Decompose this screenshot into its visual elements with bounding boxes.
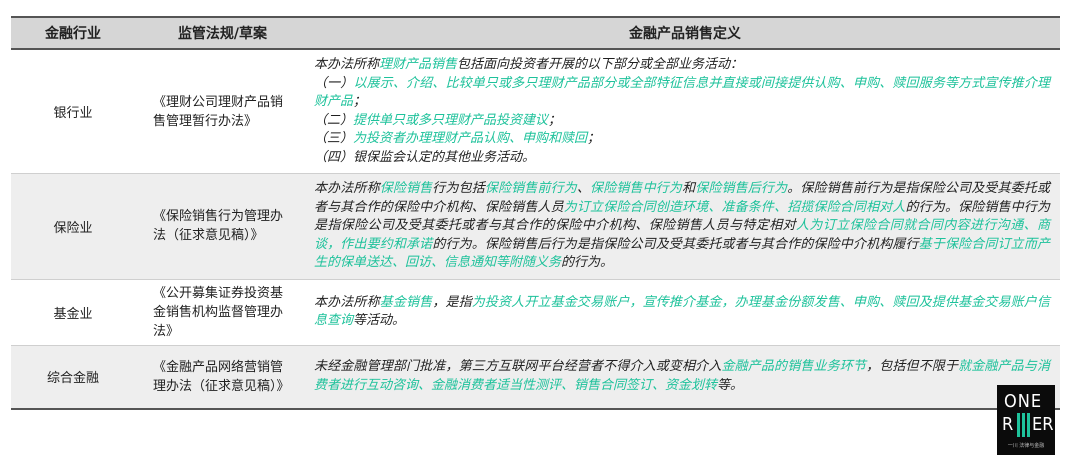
highlighted-text: 提供单只或多只理财产品投资建议	[353, 112, 549, 128]
regulation-cell: 《公开募集证券投资基 金销售机构监督管理办 法》	[135, 279, 310, 345]
definition-text: （一）	[314, 75, 354, 91]
definition-text: 的行为。保险销售后行为是指保险公司及受其委托或者与其合作的保险中介机构履行	[432, 236, 919, 252]
logo-subtitle: 一川 法律与金融	[1007, 443, 1045, 449]
industry-cell: 综合金融	[46, 371, 99, 387]
highlighted-text: 保险销售	[379, 181, 433, 196]
definition-text: 本办法所称	[314, 294, 380, 310]
highlighted-text: 为订立保险合同创造环境、准备条件、招揽保险合同相对人	[563, 199, 906, 215]
definition-text: 本办法所称	[314, 57, 380, 72]
industry-cell: 基金业	[53, 306, 93, 322]
logo-text-er: ER	[1032, 414, 1054, 435]
regulation-line: 《保险销售行为管理办	[153, 209, 284, 225]
regulation-cell: 《金融产品网络营销管 理办法（征求意见稿）》	[135, 345, 310, 409]
regulation-line: 金销售机构监督管理办	[153, 304, 284, 320]
regulation-line: 法（征求意见稿）》	[153, 228, 264, 244]
table-row: 银行业 《理财公司理财产品销 售管理暂行办法》 本办法所称理财产品销售包括面向投…	[11, 49, 1060, 174]
highlighted-text: 就金融产品与消费者进行互动咨询、金融消费者适当性测评、销售合同签订、资金划转	[314, 359, 1050, 393]
highlighted-text: 人为订立保险合同就合同内容进行沟通、商谈，作出要约和承诺	[314, 218, 1050, 252]
regulation-cell: 《理财公司理财产品销 售管理暂行办法》	[135, 49, 310, 174]
logo-text-one: ONE	[1004, 391, 1043, 412]
highlighted-text: 保险销售前行为	[484, 181, 577, 196]
one-river-logo: ONE R ER 一川 法律与金融	[997, 385, 1055, 455]
definition-text: ；	[587, 131, 601, 146]
definition-cell: 本办法所称保险销售行为包括保险销售前行为、保险销售中行为和保险销售后行为。保险销…	[310, 174, 1060, 280]
definition-cell: 本办法所称基金销售，是指为投资人开立基金交易账户，宣传推介基金，办理基金份额发售…	[310, 279, 1060, 345]
highlighted-text: 基于保险合同订立而产生的保单送达、回访、信息通知等附随义务	[314, 236, 1050, 271]
header-definition: 金融产品销售定义	[310, 16, 1060, 50]
definition-text: （三）	[314, 131, 354, 146]
definition-text: 等。	[717, 377, 744, 393]
definition-cell: 本办法所称理财产品销售包括面向投资者开展的以下部分或全部业务活动： （一）以展示、…	[310, 49, 1060, 174]
highlighted-text: 保险销售中行为	[590, 181, 683, 196]
definition-text: ；	[548, 112, 562, 128]
definition-text: 包括面向投资者开展的以下部分或全部业务活动：	[457, 57, 744, 72]
definition-text: 、	[576, 181, 591, 196]
definition-text: （四）银保监会认定的其他业务活动。	[314, 149, 536, 165]
highlighted-text: 为投资者办理理财产品认购、申购和赎回	[353, 131, 588, 146]
definition-text: 。保险销售前行为是指保险公司及受其委托或者与其合作的保险中介机构、保险销售人员	[314, 181, 1050, 215]
definition-text: ，是指	[432, 294, 472, 310]
table-header-row: 金融行业 监管法规/草案 金融产品销售定义	[11, 16, 1060, 50]
definition-text: 的行为。保险销售中行为是指保险公司及受其委托或者与其合作的保险中介机构、保险销售…	[314, 199, 1050, 234]
regulation-line: 《理财公司理财产品销	[153, 94, 284, 110]
definition-text: 本办法所称	[314, 181, 380, 196]
highlighted-text: 理财产品销售	[379, 57, 458, 72]
definition-text: （二）	[314, 112, 354, 128]
regulation-line: 《公开募集证券投资基	[153, 285, 284, 301]
logo-text-r: R	[1002, 414, 1014, 435]
highlighted-text: 金融产品的销售业务环节	[721, 359, 867, 375]
highlighted-text: 保险销售后行为	[695, 181, 788, 196]
table-row: 基金业 《公开募集证券投资基 金销售机构监督管理办 法》 本办法所称基金销售，是…	[11, 279, 1060, 345]
definition-cell: 未经金融管理部门批准，第三方互联网平台经营者不得介入或变相介入金融产品的销售业务…	[310, 345, 1060, 409]
industry-cell: 保险业	[53, 220, 93, 236]
regulation-cell: 《保险销售行为管理办 法（征求意见稿）》	[135, 174, 310, 280]
regulation-line: 售管理暂行办法》	[153, 113, 258, 129]
definition-text: 行为包括	[432, 181, 485, 196]
definition-text: 等活动。	[353, 313, 406, 328]
definition-text: 的行为。	[561, 255, 614, 270]
definition-text: ，包括但不限于	[866, 359, 959, 375]
industry-cell: 银行业	[53, 106, 93, 121]
regulation-line: 《金融产品网络营销管	[153, 359, 284, 375]
definition-text: 未经金融管理部门批准，第三方互联网平台经营者不得介入或变相介入	[314, 359, 722, 375]
header-industry: 金融行业	[11, 16, 135, 50]
logo-bars-icon	[1016, 413, 1032, 437]
regulation-line: 法》	[153, 323, 180, 339]
regulation-line: 理办法（征求意见稿）》	[153, 378, 290, 394]
highlighted-text: 基金销售	[379, 294, 433, 310]
highlighted-text: 为投资人开立基金交易账户，宣传推介基金，办理基金份额发售、申购、赎回及提供基金交…	[314, 294, 1050, 329]
highlighted-text: 以展示、介绍、比较单只或多只理财产品部分或全部特征信息并直接或间接提供认购、申购…	[314, 75, 1050, 110]
table-row: 保险业 《保险销售行为管理办 法（征求意见稿）》 本办法所称保险销售行为包括保险…	[11, 173, 1060, 280]
table-row: 综合金融 《金融产品网络营销管 理办法（征求意见稿）》 未经金融管理部门批准，第…	[11, 345, 1060, 409]
definition-text: 和	[682, 181, 696, 196]
regulation-table: 金融行业 监管法规/草案 金融产品销售定义 银行业 《理财公司理财产品销 售管理…	[11, 16, 1060, 410]
definition-text: ；	[353, 94, 367, 109]
header-regulation: 监管法规/草案	[135, 16, 310, 50]
